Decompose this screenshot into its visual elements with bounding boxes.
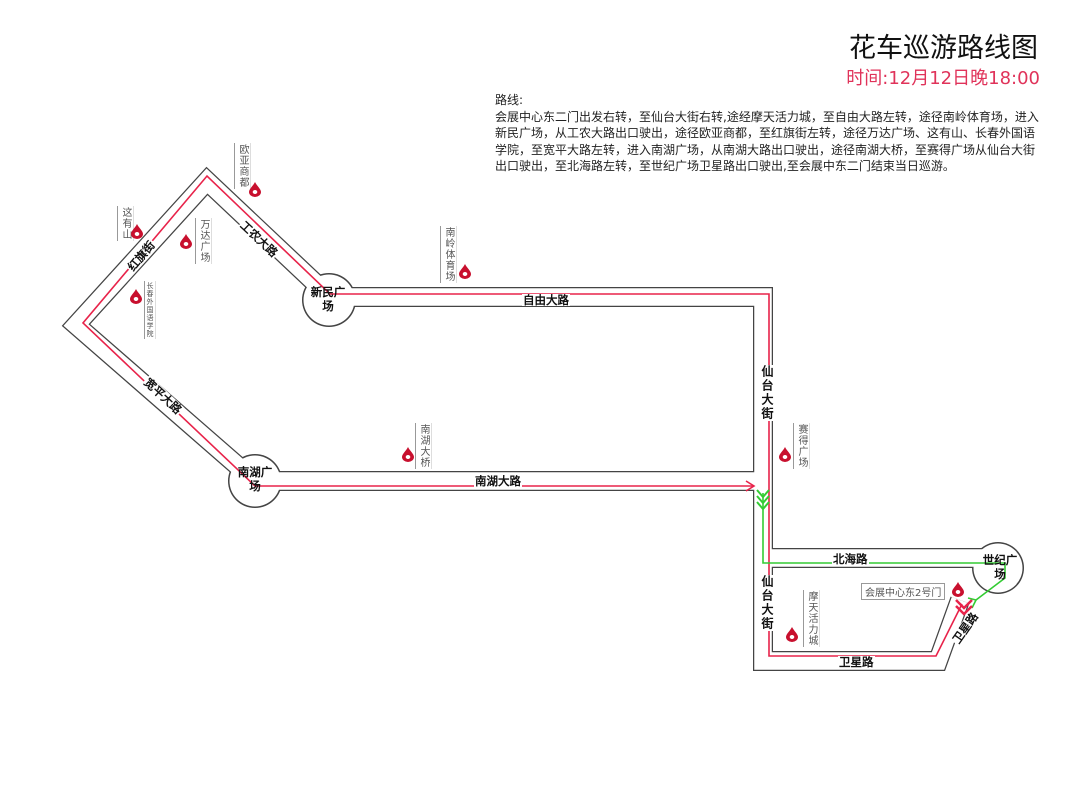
road-label-nanhu: 南湖大路: [474, 474, 522, 488]
poi-label-ouya: 欧亚商都: [234, 143, 251, 189]
poi-marker-icon: [952, 582, 964, 597]
route-arrow-icon: [745, 480, 756, 492]
poi-marker-icon: [131, 224, 143, 239]
poi-label-nanhu-bridge: 南湖大桥: [415, 423, 432, 469]
poi-marker-icon: [786, 627, 798, 642]
poi-marker-icon: [180, 234, 192, 249]
poi-marker-icon: [130, 289, 142, 304]
poi-label-waiguoyu: 长春外国语学院: [144, 281, 156, 339]
poi-label-saide: 赛得广场: [793, 423, 810, 469]
start-marker-icon: [955, 599, 973, 616]
route-label: 路线:: [495, 93, 524, 107]
return-route-line: [762, 493, 1006, 601]
parade-route-line: [81, 174, 963, 657]
poi-marker-icon: [402, 447, 414, 462]
road-label-xiantai-upper: 仙台大街: [759, 365, 776, 421]
plaza-xinmin: 新民广场: [310, 285, 346, 313]
road-label-ziyou: 自由大路: [522, 293, 570, 307]
start-chevron-icon: [756, 489, 770, 511]
return-arrow-icon: [967, 597, 978, 609]
road-label-xiantai-lower: 仙台大街: [759, 575, 776, 631]
poi-label-wanda: 万达广场: [195, 218, 212, 264]
road-label-beihai: 北海路: [832, 552, 869, 566]
poi-label-motian: 摩天活力城: [803, 590, 820, 647]
route-description: 路线: 会展中心东二门出发右转，至仙台大街右转,途经摩天活力城，至自由大路左转，…: [495, 92, 1040, 175]
event-time: 时间:12月12日晚18:00: [846, 68, 1040, 89]
plaza-shiji: 世纪广场: [982, 553, 1018, 581]
poi-marker-icon: [779, 447, 791, 462]
map-title: 花车巡游路线图: [849, 33, 1038, 64]
poi-label-huizhan: 会展中心东2号门: [861, 583, 946, 600]
plaza-nanhu: 南湖广场: [237, 465, 273, 493]
poi-label-nanling: 南岭体育场: [440, 226, 457, 283]
road-label-weixing-bottom: 卫星路: [838, 655, 875, 669]
poi-marker-icon: [249, 182, 261, 197]
poi-marker-icon: [459, 264, 471, 279]
poi-label-zheyoushan: 这有山: [117, 206, 134, 241]
route-text: 会展中心东二门出发右转，至仙台大街右转,途经摩天活力城，至自由大路左转，途径南岭…: [495, 109, 1039, 174]
